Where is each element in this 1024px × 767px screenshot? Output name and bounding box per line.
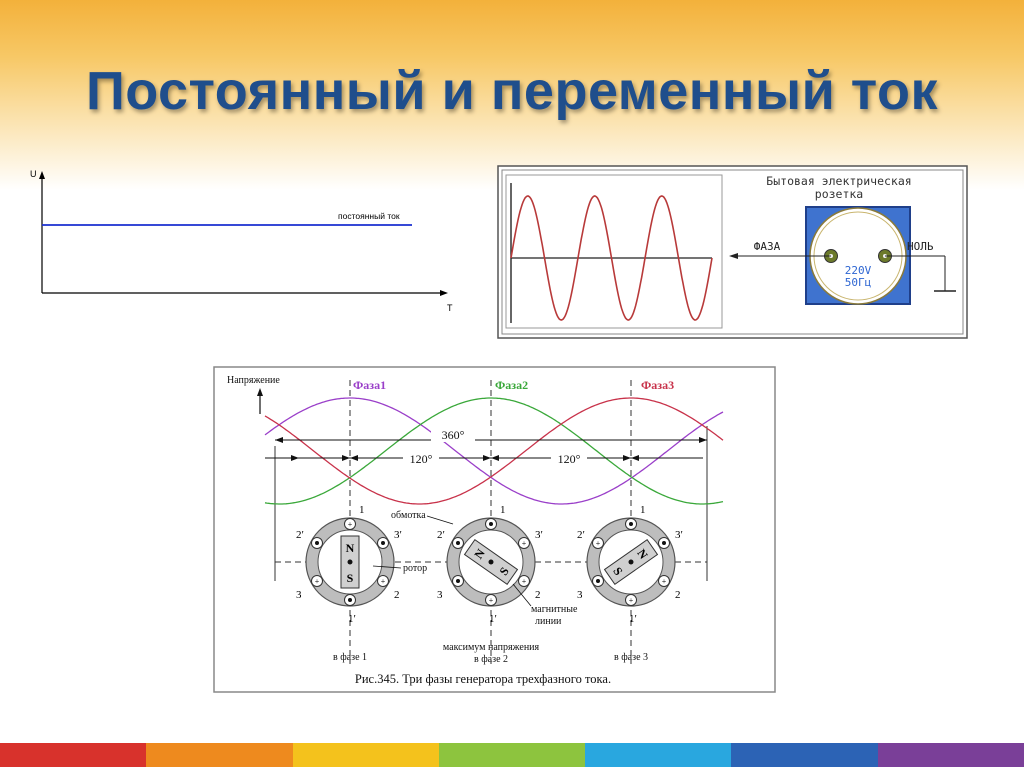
svg-text:1: 1 [359, 504, 365, 516]
svg-text:+: + [489, 596, 494, 605]
phase3-wave [264, 397, 724, 505]
socket-heading-line2: розетка [815, 187, 863, 201]
slide-title: Постоянный и переменный ток [85, 61, 939, 121]
stripe-segment [438, 743, 586, 767]
socket-frequency: 50Гц [845, 276, 872, 289]
dc-line-label: постоянный ток [338, 211, 400, 221]
period-label: 360° [442, 428, 465, 442]
header-band [0, 0, 1024, 190]
stripe-segment [731, 743, 878, 767]
dc-y-arrow [39, 171, 45, 179]
winding-label: обмотка [391, 510, 426, 521]
socket-phase-label: ФАЗА [754, 240, 781, 253]
rotor-label: ротор [403, 563, 427, 574]
svg-text:2′: 2′ [437, 529, 445, 541]
dc-x-axis-label: T [447, 303, 453, 313]
phase3-label: Фаза3 [641, 378, 674, 392]
stripe-segment [0, 743, 147, 767]
dc-graph: U T постоянный ток [30, 169, 453, 313]
phase-arrow-icon [729, 253, 738, 259]
three-phase-diagram: Напряжение Фаза1 Фаза2 Фаза3 360° 120° 1… [213, 366, 776, 693]
svg-text:3′: 3′ [675, 529, 683, 541]
phase1-wave [264, 397, 724, 505]
svg-text:3′: 3′ [535, 529, 543, 541]
svg-text:2: 2 [394, 589, 400, 601]
socket-neutral-label: НОЛЬ [907, 240, 934, 253]
svg-text:+: + [348, 520, 353, 529]
dc-x-arrow [440, 290, 448, 296]
ac-sine-wave [510, 195, 713, 321]
in-phase3-label: в фазе 3 [614, 652, 648, 663]
svg-text:1: 1 [500, 504, 506, 516]
svg-text:2: 2 [675, 589, 681, 601]
svg-text:1′: 1′ [348, 613, 356, 625]
magnetic-lines-label-line2: линии [535, 616, 562, 627]
figure-caption: Рис.345. Три фазы генератора трехфазного… [355, 672, 611, 686]
svg-text:1: 1 [640, 504, 646, 516]
generator-phase1-icon: + + + N S 1 2′ 3′ 3 2 1′ [296, 504, 402, 625]
voltage-axis-arrow [257, 388, 263, 396]
magnetic-lines-label-line1: магнитные [531, 604, 578, 615]
svg-text:3′: 3′ [394, 529, 402, 541]
socket-heading-line1: Бытовая электрическая [766, 174, 911, 188]
stripe-segment [292, 743, 439, 767]
stripe-segment [146, 743, 293, 767]
phase2-wave [264, 397, 724, 505]
phase1-label: Фаза1 [353, 378, 386, 392]
shift-label-b: 120° [558, 452, 581, 466]
svg-text:+: + [522, 539, 527, 548]
svg-text:+: + [381, 577, 386, 586]
svg-text:2′: 2′ [577, 529, 585, 541]
socket-panel: Бытовая электрическая розетка 220V 50Гц … [497, 165, 968, 339]
svg-text:S: S [347, 571, 354, 585]
svg-text:3: 3 [296, 589, 302, 601]
shift-label-a: 120° [410, 452, 433, 466]
socket-voltage: 220V [845, 264, 872, 277]
generator-phase3-icon: + + + N S 1 2′ 3′ 3 2 1′ [577, 504, 683, 625]
svg-text:N: N [346, 541, 355, 555]
svg-text:+: + [662, 577, 667, 586]
sine-frame [505, 174, 723, 329]
svg-text:+: + [315, 577, 320, 586]
svg-text:+: + [522, 577, 527, 586]
svg-text:3: 3 [577, 589, 583, 601]
in-phase1-label: в фазе 1 [333, 652, 367, 663]
stripe-segment [585, 743, 732, 767]
max-voltage-label-line1: максимум напряжения [443, 642, 540, 653]
svg-text:3: 3 [437, 589, 443, 601]
voltage-axis-label: Напряжение [227, 375, 280, 386]
bottom-color-stripe [0, 743, 1024, 767]
max-voltage-label-line2: в фазе 2 [474, 654, 508, 665]
svg-text:+: + [629, 596, 634, 605]
svg-text:2′: 2′ [296, 529, 304, 541]
stripe-segment [877, 743, 1024, 767]
svg-text:1′: 1′ [629, 613, 637, 625]
phase2-label: Фаза2 [495, 378, 528, 392]
dc-y-axis-label: U [30, 169, 37, 179]
svg-text:2: 2 [535, 589, 541, 601]
svg-text:1′: 1′ [489, 613, 497, 625]
svg-text:+: + [596, 539, 601, 548]
